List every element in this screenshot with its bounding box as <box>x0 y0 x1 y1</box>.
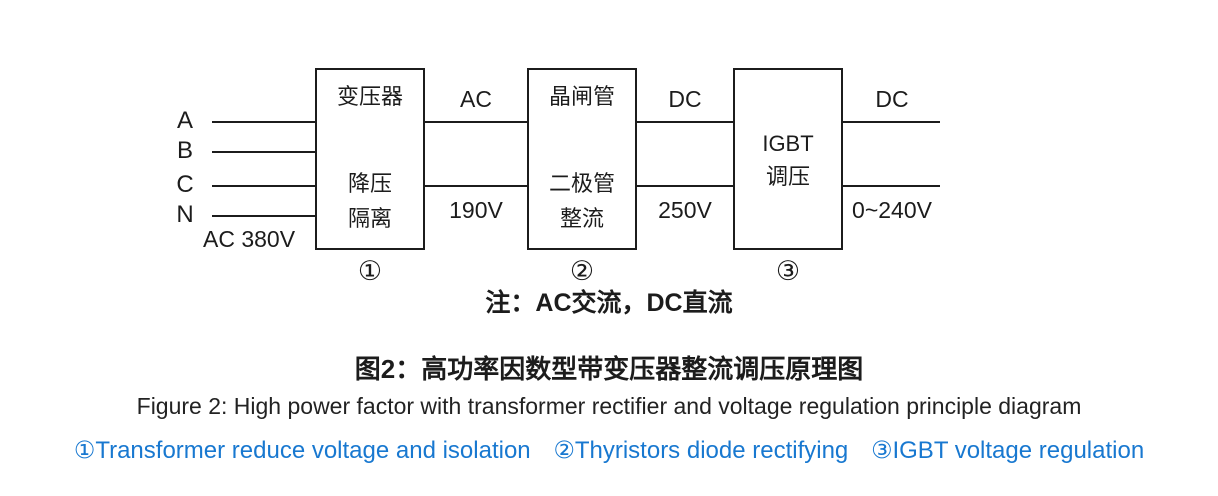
legend-item-transformer: ①Transformer reduce voltage and isolatio… <box>73 437 531 464</box>
phase-n-label: N <box>176 201 194 228</box>
link3-type-label: DC <box>875 86 909 112</box>
block-igbt-line1: IGBT <box>762 131 814 156</box>
block-rectifier-sub: 二极管 整流 <box>549 166 615 236</box>
wire-dc2-top <box>843 121 940 123</box>
source-voltage-label: AC 380V <box>203 226 296 252</box>
wire-ac-top <box>425 121 527 123</box>
link3-voltage-label: 0~240V <box>852 197 932 223</box>
wire-phase-n <box>212 215 315 217</box>
link2-voltage-label: 250V <box>658 197 712 223</box>
wire-ac-bottom <box>425 185 527 187</box>
link1-type-label: AC <box>460 86 492 112</box>
legend-item-igbt: ③IGBT voltage regulation <box>870 437 1145 464</box>
block-transformer: 变压器 降压 隔离 <box>315 68 425 250</box>
link2-type-label: DC <box>668 86 702 112</box>
legend-line: ①Transformer reduce voltage and isolatio… <box>0 436 1218 465</box>
block-rectifier-line1: 晶闸管 <box>548 84 615 109</box>
phase-c-label: C <box>176 171 194 198</box>
block-rectifier-line2: 二极管 <box>548 171 615 196</box>
wire-phase-b <box>212 151 315 153</box>
block-transformer-line2: 降压 <box>347 171 392 196</box>
wire-dc2-bottom <box>843 185 940 187</box>
block-transformer-line3: 隔离 <box>347 206 392 231</box>
block3-number-badge: ③ <box>775 256 801 286</box>
figure-title-chinese: 图2：高功率因数型带变压器整流调压原理图 <box>354 354 864 384</box>
figure-title-english: Figure 2: High power factor with transfo… <box>136 393 1082 419</box>
block2-number-badge: ② <box>569 256 595 286</box>
legend-item-rectifier: ②Thyristors diode rectifying <box>553 437 849 464</box>
block-rectifier-line3: 整流 <box>559 206 604 231</box>
phase-b-label: B <box>176 137 193 164</box>
phase-a-label: A <box>176 107 193 134</box>
block-transformer-line1: 变压器 <box>336 84 403 109</box>
wire-phase-a <box>212 121 315 123</box>
abbreviation-note: 注：AC交流，DC直流 <box>485 289 733 317</box>
link1-voltage-label: 190V <box>449 197 503 223</box>
wire-phase-c <box>212 185 315 187</box>
block-rectifier: 晶闸管 二极管 整流 <box>527 68 637 250</box>
block1-number-badge: ① <box>357 256 383 286</box>
block-igbt-line2: 调压 <box>765 164 810 189</box>
block-igbt: IGBT 调压 <box>733 68 843 250</box>
wire-dc1-top <box>637 121 733 123</box>
block-transformer-sub: 降压 隔离 <box>348 166 392 236</box>
wire-dc1-bottom <box>637 185 733 187</box>
